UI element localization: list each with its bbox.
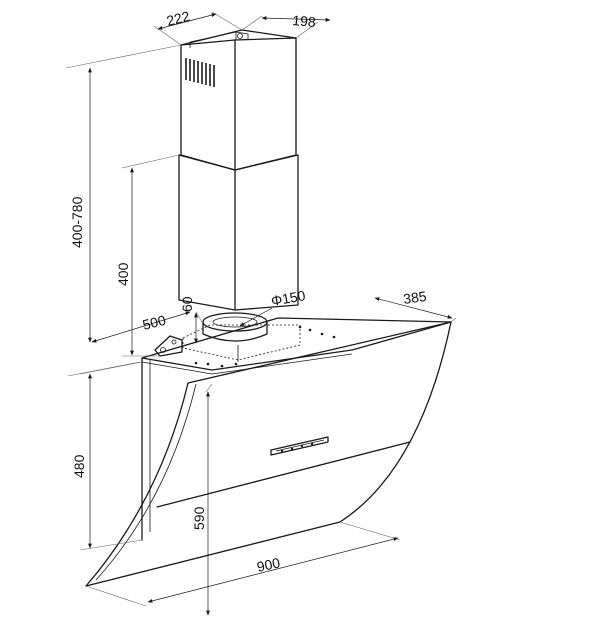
- dimension-lines: [65, 11, 457, 616]
- dim-duct-diameter: Φ150: [270, 287, 307, 309]
- top-plate-screws: [194, 325, 336, 368]
- dim-lower-chimney: 400: [115, 262, 131, 286]
- upper-chimney-side: [234, 37, 297, 171]
- duct-ring-inner: [212, 316, 258, 328]
- lower-chimney-front: [178, 154, 236, 311]
- upper-chimney-front: [180, 39, 236, 171]
- duct-collar: [182, 312, 301, 362]
- hood-top-edge: [141, 353, 353, 375]
- upper-chimney-bracket: [189, 31, 249, 48]
- dim-front-height: 590: [191, 506, 207, 530]
- glass-panel-inner-left: [95, 383, 197, 581]
- hood-top-plate: [141, 317, 452, 371]
- dim-total-width: 900: [255, 554, 281, 575]
- dim-chimney-depth: 198: [292, 12, 317, 30]
- dim-body-height: 480: [71, 454, 87, 478]
- dimension-labels: 222 198 400-780 400 500 60 Φ150 385 480 …: [69, 8, 428, 575]
- bracket-screw: [237, 33, 243, 39]
- control-strip: [270, 436, 329, 456]
- hood-body: [85, 317, 452, 587]
- lower-chimney-side: [234, 154, 299, 311]
- chimney: [178, 29, 299, 311]
- dim-chimney-width: 222: [165, 8, 192, 29]
- dim-top-width: 500: [141, 312, 168, 333]
- duct-ring-body: [202, 321, 268, 342]
- glass-panel-right-curve: [339, 321, 452, 523]
- dim-chimney-height-range: 400-780: [69, 196, 85, 248]
- dim-duct-offset: 60: [179, 296, 195, 312]
- dim-top-depth: 385: [402, 288, 428, 307]
- duct-housing: [182, 324, 301, 361]
- glass-panel-bottom-edge: [85, 521, 341, 587]
- glass-panel-left-curve: [85, 382, 189, 587]
- vent-slots-icon: [185, 58, 215, 87]
- glass-panel-upper-edge: [187, 321, 452, 384]
- glass-band-line: [156, 441, 411, 508]
